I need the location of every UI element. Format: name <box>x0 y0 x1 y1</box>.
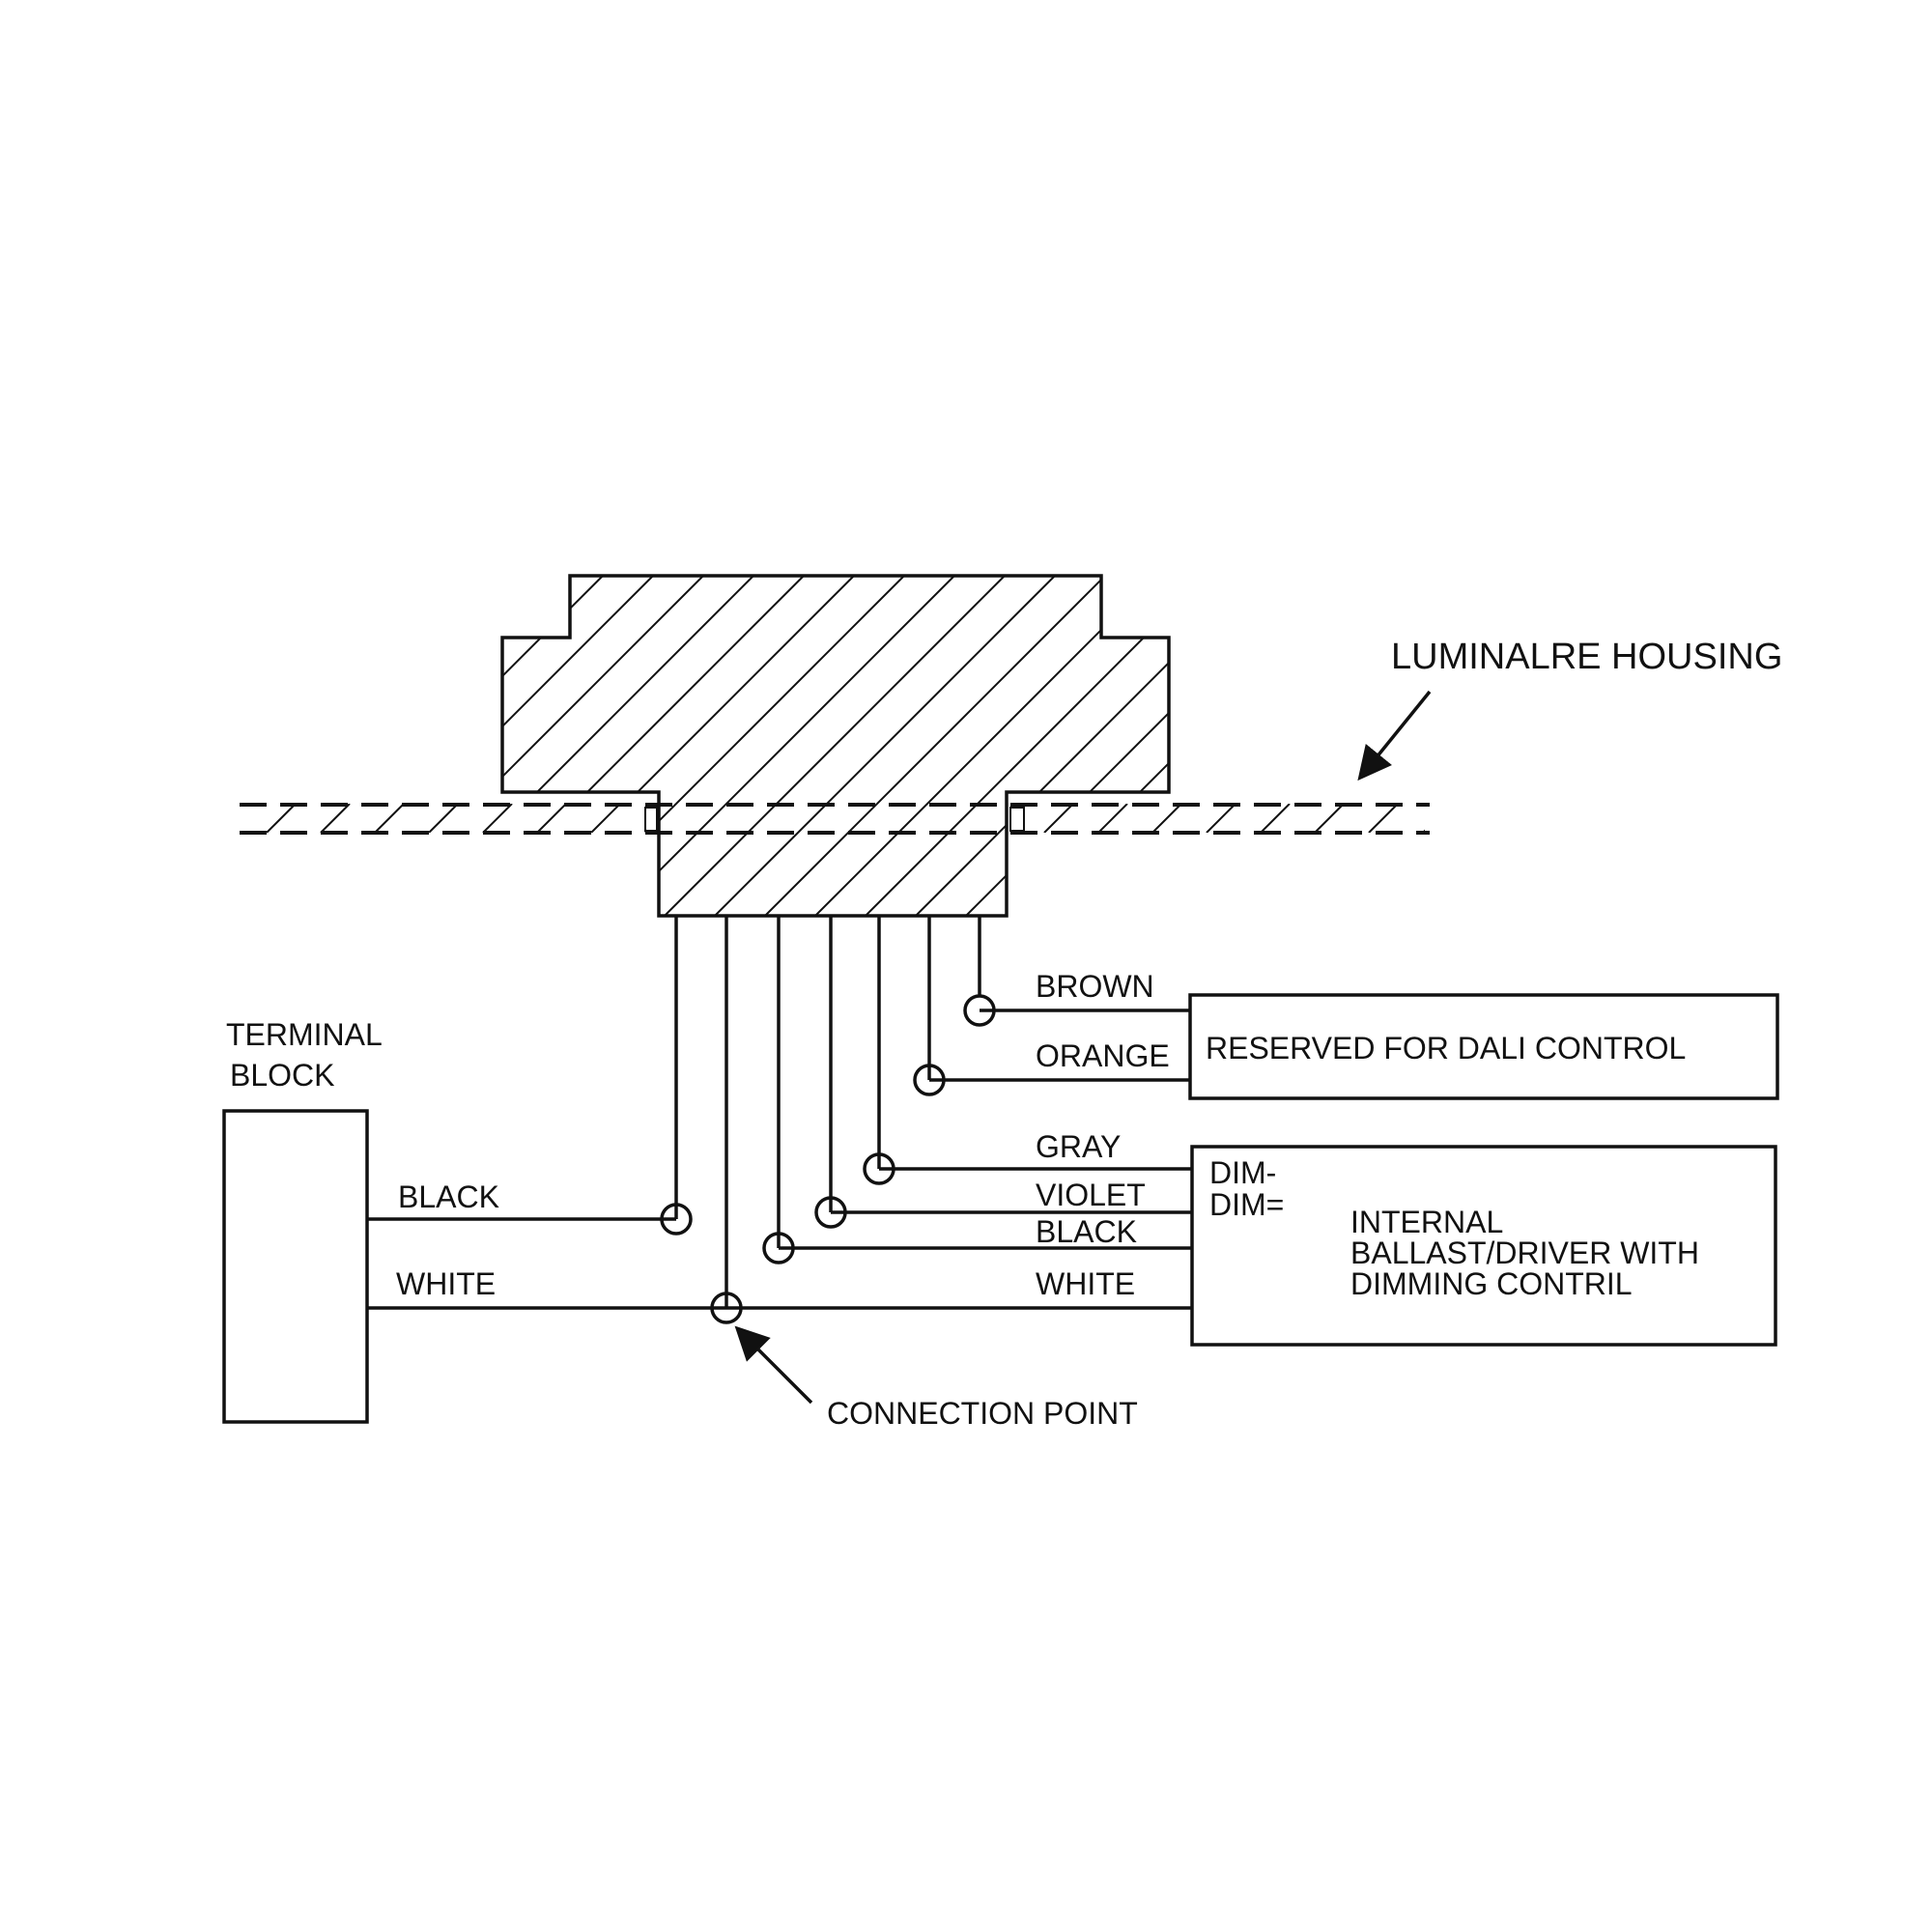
fixture-hatch-line <box>1418 576 1758 916</box>
housing-hatch-left <box>213 804 647 833</box>
housing-hatch-line <box>374 804 405 833</box>
fixture-hatch-line <box>502 576 654 916</box>
driver-label-line2: BALLAST/DRIVER WITH <box>1350 1236 1699 1270</box>
wire-violet-label: VIOLET <box>1036 1178 1146 1212</box>
housing-hatch-line <box>590 804 621 833</box>
terminal-block-box <box>222 1109 369 1424</box>
node-white-connection <box>710 1292 743 1324</box>
terminal-label-line2: BLOCK <box>230 1058 334 1093</box>
fixture-hatch-line <box>664 576 1006 916</box>
wire-gray-label: GRAY <box>1036 1129 1121 1164</box>
node-violet <box>814 1196 847 1229</box>
driver-box: DIM- DIM= INTERNAL BALLAST/DRIVER WITH D… <box>1190 1145 1777 1347</box>
driver-label-line3: DIMMING CONTRIL <box>1350 1266 1633 1301</box>
fixture-hatch-line <box>764 576 1106 916</box>
housing-label: LUMINALRE HOUSING <box>1391 637 1782 677</box>
wire-black-left-label: BLACK <box>398 1179 499 1214</box>
fixture-hatch <box>502 576 1808 916</box>
dali-control-box: RESERVED FOR DALI CONTROL <box>1188 993 1779 1100</box>
housing-hatch-right <box>1019 804 1425 833</box>
driver-label-line1: INTERNAL <box>1350 1205 1503 1239</box>
fixture-hatch-line <box>502 576 704 916</box>
fixture-hatch-line <box>915 576 1169 916</box>
fixture-hatch-line <box>502 576 604 916</box>
wire-brown-label: BROWN <box>1036 969 1154 1004</box>
terminal-label-line1: TERMINAL <box>226 1017 383 1052</box>
node-orange <box>913 1064 946 1096</box>
fixture-hatch-line <box>563 576 905 916</box>
housing-gap-right <box>1009 807 1025 832</box>
fixture-hatch-line <box>865 576 1169 916</box>
fixture-hatch-line <box>814 576 1156 916</box>
node-brown <box>963 994 996 1027</box>
fixture-hatch-line <box>965 576 1169 916</box>
housing-hatch-line <box>1368 804 1399 833</box>
connection-point-arrow <box>734 1325 813 1405</box>
wire-black-right-label: BLACK <box>1036 1214 1137 1249</box>
housing-hatch-line <box>1043 804 1074 833</box>
fixture-hatch-line <box>513 576 855 916</box>
wire-orange-label: ORANGE <box>1036 1038 1170 1073</box>
fixture-body <box>500 574 1808 918</box>
node-black-right <box>762 1232 795 1264</box>
housing-hatch-line <box>482 804 513 833</box>
housing-hatch-line <box>320 804 351 833</box>
housing-hatch-line <box>1206 804 1236 833</box>
fixture-hatch-line <box>1166 576 1169 916</box>
housing-hatch-line <box>266 804 297 833</box>
wires: BROWN ORANGE GRAY VIOLET BLACK WHITE WHI… <box>367 916 1192 1324</box>
dim-minus-label: DIM- <box>1209 1155 1276 1190</box>
housing-hatch-line <box>1151 804 1182 833</box>
housing-gap-left <box>644 807 658 832</box>
driver-box-frame <box>1190 1145 1777 1347</box>
fixture-hatch-line <box>1368 576 1708 916</box>
housing-hatch-line <box>1097 804 1128 833</box>
housing-hatch-line <box>1314 804 1345 833</box>
fixture-hatch-line <box>613 576 955 916</box>
fixture-hatch-line <box>714 576 1056 916</box>
dali-box-label: RESERVED FOR DALI CONTROL <box>1206 1031 1686 1065</box>
fixture-hatch-line <box>1015 576 1169 916</box>
dali-box-frame <box>1188 993 1779 1100</box>
fixture-hatch-line <box>502 576 805 916</box>
dim-eq-label: DIM= <box>1209 1187 1284 1222</box>
wire-white-right-label: WHITE <box>1036 1266 1135 1301</box>
node-gray <box>863 1152 895 1185</box>
terminal-block: TERMINAL BLOCK <box>222 1017 383 1424</box>
fixture-hatch-line <box>1065 576 1169 916</box>
node-black-left <box>660 1203 693 1236</box>
housing-hatch-line <box>1260 804 1291 833</box>
housing-arrow <box>1357 690 1432 781</box>
fixture-hatch-line <box>502 576 754 916</box>
fixture-hatch-line <box>1468 576 1808 916</box>
luminaire-housing <box>213 803 1430 835</box>
wire-white-left-label: WHITE <box>396 1266 496 1301</box>
housing-hatch-line <box>1422 829 1425 833</box>
fixture-hatch-line <box>1267 576 1607 916</box>
connection-point-label: CONNECTION POINT <box>827 1396 1138 1431</box>
housing-hatch-line <box>428 804 459 833</box>
housing-hatch-line <box>213 804 242 833</box>
fixture-hatch-line <box>1318 576 1658 916</box>
housing-hatch-line <box>536 804 567 833</box>
fixture-hatch-line <box>502 576 503 916</box>
